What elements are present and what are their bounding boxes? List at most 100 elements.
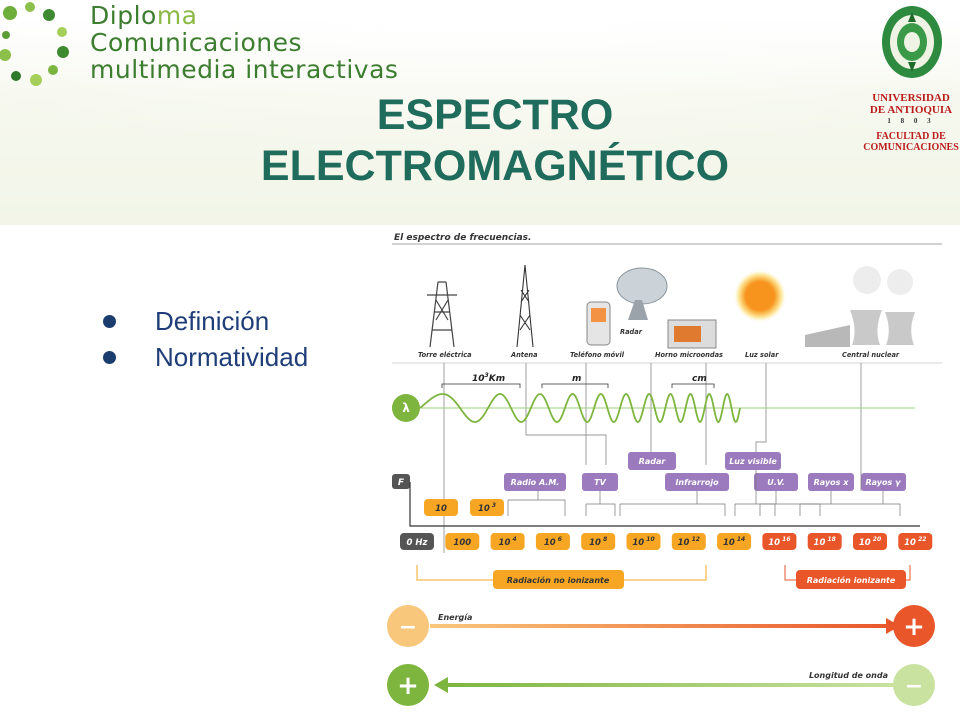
faculty-name-1: FACULTAD DE [876,131,946,142]
diagram-heading: El espectro de frecuencias. [394,233,531,243]
non-ionizing-label: Radiación no ionizante [507,575,610,585]
brand-line-1a: Diplo [90,1,157,30]
frequency-badge [392,474,410,489]
brand-line-2: Comunicaciones [90,28,303,57]
frequency-scale-label: 10 22 [904,536,926,548]
university-name-2: DE ANTIOQUIA [869,104,953,116]
ionizing-label: Radiación ionizante [807,575,896,585]
radar-dish-icon [616,267,668,320]
source-label: Antena [510,351,538,359]
diploma-logo-icon [0,2,69,86]
band-label: Radio A.M. [511,478,560,487]
wavelength-minus-badge [893,664,935,706]
university-name-1: UNIVERSIDAD [872,92,950,104]
frequency-scale-label: 10 4 [499,536,517,548]
bullet-item[interactable]: Definición [103,303,308,339]
frequency-scale-label: 10 18 [814,536,836,548]
frequency-scale-pill [581,533,616,550]
upper-frequency-pill [470,499,504,516]
non-ionizing-badge [493,570,624,589]
wavelength-plus-badge [387,664,429,706]
band-label: Luz visible [729,457,777,466]
wavelength-mark: 103Km [472,372,505,384]
slide-title: ESPECTRO ELECTROMAGNÉTICO [190,90,800,192]
wavelength-mark: m [572,374,581,384]
band-label: TV [594,478,606,487]
source-label: Torre eléctrica [418,351,472,359]
energy-minus-sign: − [399,615,417,640]
brand-line-1b: ma [156,1,198,30]
wavelength-plus-sign: + [397,671,419,701]
frequency-scale-pill [762,533,797,550]
wavelength-arrowhead-icon [434,677,448,693]
band-label: U.V. [767,478,785,487]
source-label: Luz solar [745,351,779,359]
energy-plus-badge [893,605,935,647]
lambda-symbol: λ [402,401,410,415]
frequency-scale-pill [626,533,661,550]
wavelength-arrow [438,683,894,687]
wavelength-minus-sign: − [905,674,923,699]
wavelength-label: Longitud de onda [809,671,888,680]
frequency-scale-label: 10 20 [859,536,881,548]
frequency-scale-pill [898,533,933,550]
band-label: Infrarrojo [675,478,719,487]
university-crest-icon [882,6,942,78]
upper-frequency-labels: 10 10 3 [424,499,504,516]
upper-frequency-pill [424,499,458,516]
faculty-name-2: COMUNICACIONES [863,142,959,153]
energy-plus-sign: + [903,612,925,642]
header-background [0,0,960,225]
antenna-icon [516,264,534,348]
nuclear-plant-icon [805,266,915,347]
brand-line-3: multimedia interactivas [90,55,399,84]
upper-frequency-label: 10 [435,504,447,514]
ionizing-badge [796,570,906,589]
energy-arrow [430,624,894,628]
frequency-scale-label: 10 16 [768,536,790,548]
power-tower-icon [427,281,457,348]
bullet-dot-icon [103,315,116,328]
band-brackets [507,470,901,516]
frequency-scale-label: 10 12 [678,536,700,548]
frequency-scale-pill [400,533,434,550]
bullet-text: Definición [155,306,270,336]
frequency-scale-label: 10 14 [723,536,745,548]
bullet-text: Normatividad [155,342,309,372]
wavelength-mark: cm [692,374,707,384]
energy-label: Energía [438,613,472,622]
frequency-scale-pill [853,533,887,550]
bullet-item[interactable]: Normatividad [103,339,308,375]
frequency-scale-label: 10 8 [589,536,607,548]
frequency-scale-label: 0 Hz [407,538,428,548]
lambda-badge [392,394,420,422]
frequency-scale-pill [490,533,525,550]
wavelength-marks: 103Km m cm [441,372,715,388]
frequency-scale-label: 10 10 [632,536,654,548]
band-label: Radar [639,457,667,466]
source-label: Central nuclear [842,351,900,359]
source-labels: Torre eléctrica Antena Teléfono móvil Ra… [418,328,900,359]
frequency-symbol: F [398,478,405,488]
slide-title-line-2: ELECTROMAGNÉTICO [260,142,730,190]
frequency-scale-pill [671,533,706,550]
bullet-list: Definición Normatividad [103,303,308,375]
frequency-spectrum-diagram: El espectro de frecuencias. Torre eléctr… [387,233,942,706]
frequency-scale-pill [445,533,480,550]
source-label: Teléfono móvil [570,351,625,359]
frequency-scale-label: 10 6 [544,536,562,548]
university-year: 1 8 0 3 [887,117,935,125]
frequency-axis [409,482,920,527]
university-name: UNIVERSIDAD DE ANTIOQUIA 1 8 0 3 FACULTA… [862,92,960,153]
mobile-phone-icon [586,301,611,346]
band-labels: Radar Luz visible Radio A.M. TV Infrarro… [504,452,906,491]
bullet-dot-icon [103,351,116,364]
upper-frequency-label: 10 3 [478,502,496,514]
brand-wordmark: Diploma Comunicaciones multimedia intera… [90,2,398,83]
energy-minus-badge [387,605,429,647]
sun-icon [734,270,786,322]
microwave-icon [667,319,717,349]
band-label: Rayos x [814,478,850,487]
frequency-scale-pill [535,533,570,550]
